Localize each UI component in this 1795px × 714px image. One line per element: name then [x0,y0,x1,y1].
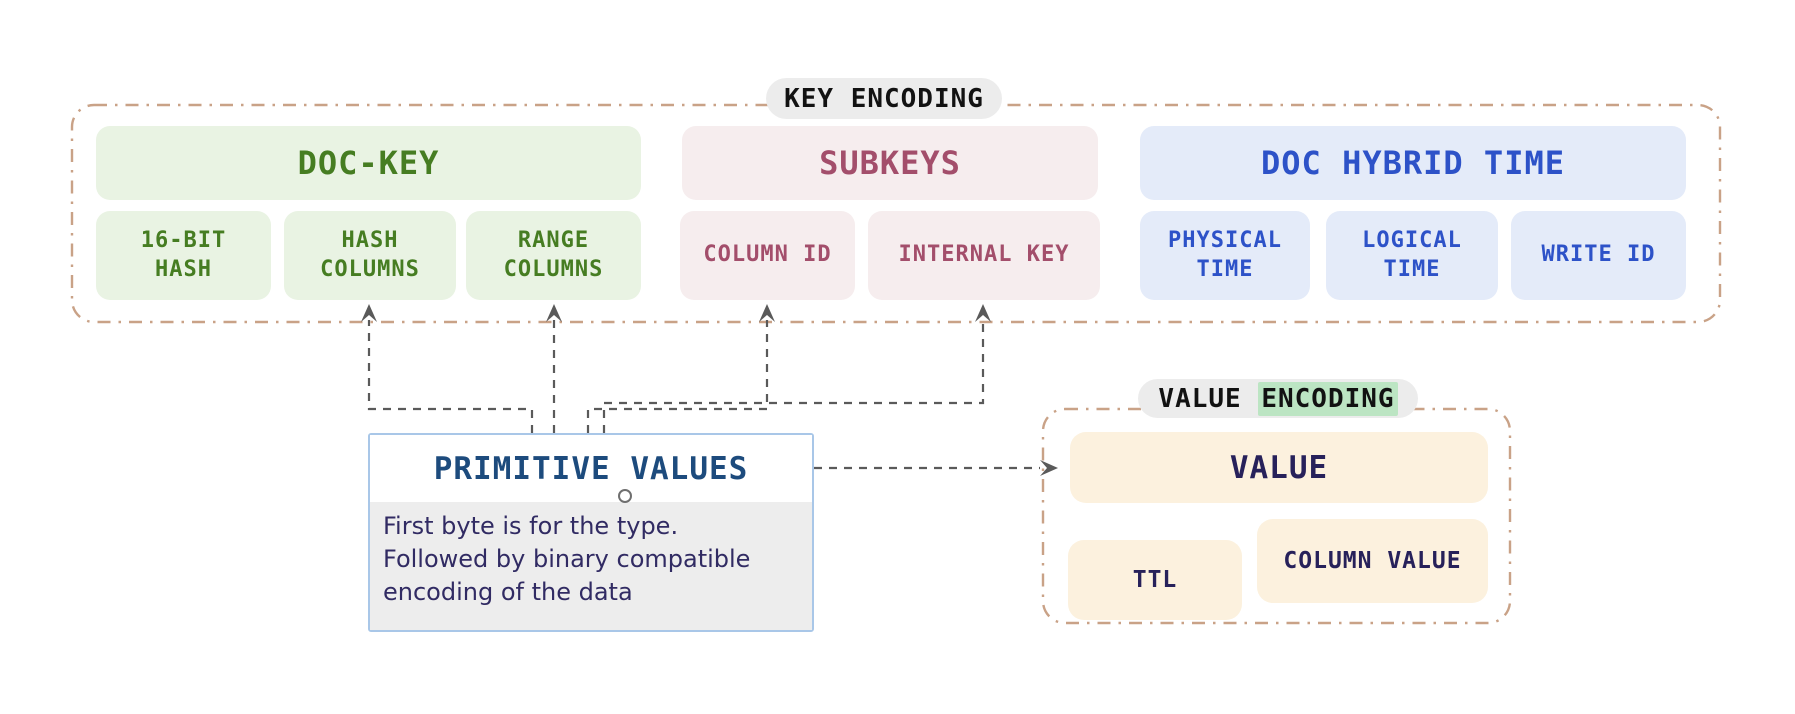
node-doc-key[interactable]: DOC-KEY [96,126,641,200]
node-16-bit-hash[interactable]: 16-BIT HASH [96,211,271,300]
primitive-values-title: PRIMITIVE VALUES [433,450,749,487]
16-bit-hash-label: 16-BIT HASH [140,227,227,282]
node-column-id[interactable]: COLUMN ID [680,211,855,300]
node-logical-time[interactable]: LOGICAL TIME [1326,211,1498,300]
arrowhead-internal-key [975,304,991,322]
arrowhead-value [1040,460,1058,476]
column-id-label: COLUMN ID [703,242,832,268]
node-ttl[interactable]: TTL [1068,540,1242,620]
node-hash-columns[interactable]: HASH COLUMNS [284,211,456,300]
arrowhead-column-id [759,304,775,322]
node-physical-time[interactable]: PHYSICAL TIME [1140,211,1310,300]
node-write-id[interactable]: WRITE ID [1511,211,1686,300]
primitive-values-header: PRIMITIVE VALUES [370,435,812,502]
value-encoding-title-highlight: ENCODING [1258,381,1398,416]
node-column-value[interactable]: COLUMN VALUE [1257,519,1488,603]
node-range-columns[interactable]: RANGE COLUMNS [466,211,641,300]
logical-time-label: LOGICAL TIME [1362,227,1462,282]
key-encoding-title: KEY ENCODING [784,83,984,114]
primitive-values-description: First byte is for the type. Followed by … [370,502,812,630]
physical-time-label: PHYSICAL TIME [1168,227,1282,282]
edge-to-internal-key [602,320,985,433]
arrowhead-range-columns [546,304,562,322]
subkeys-label: SUBKEYS [819,144,961,182]
key-encoding-frame [70,103,1722,324]
value-encoding-title-plain: VALUE [1158,383,1259,414]
hash-columns-label: HASH COLUMNS [320,227,420,282]
connection-handle[interactable] [618,489,632,503]
node-value[interactable]: VALUE [1070,432,1488,503]
node-primitive-values[interactable]: PRIMITIVE VALUES First byte is for the t… [368,433,814,632]
key-encoding-title-pill: KEY ENCODING [766,78,1002,119]
arrowhead-hash-columns [361,304,377,322]
ttl-label: TTL [1132,567,1178,593]
node-subkeys[interactable]: SUBKEYS [682,126,1098,200]
edge-to-hash-columns [367,320,534,433]
node-internal-key[interactable]: INTERNAL KEY [868,211,1100,300]
node-doc-hybrid-time[interactable]: DOC HYBRID TIME [1140,126,1686,200]
doc-key-label: DOC-KEY [297,144,440,182]
write-id-label: WRITE ID [1541,242,1656,268]
doc-hybrid-time-label: DOC HYBRID TIME [1261,144,1565,182]
column-value-label: COLUMN VALUE [1283,548,1462,574]
value-encoding-title-pill: VALUE ENCODING [1138,379,1418,418]
internal-key-label: INTERNAL KEY [898,242,1070,268]
range-columns-label: RANGE COLUMNS [503,227,604,282]
value-label: VALUE [1229,449,1329,486]
edge-to-column-id [586,320,769,433]
